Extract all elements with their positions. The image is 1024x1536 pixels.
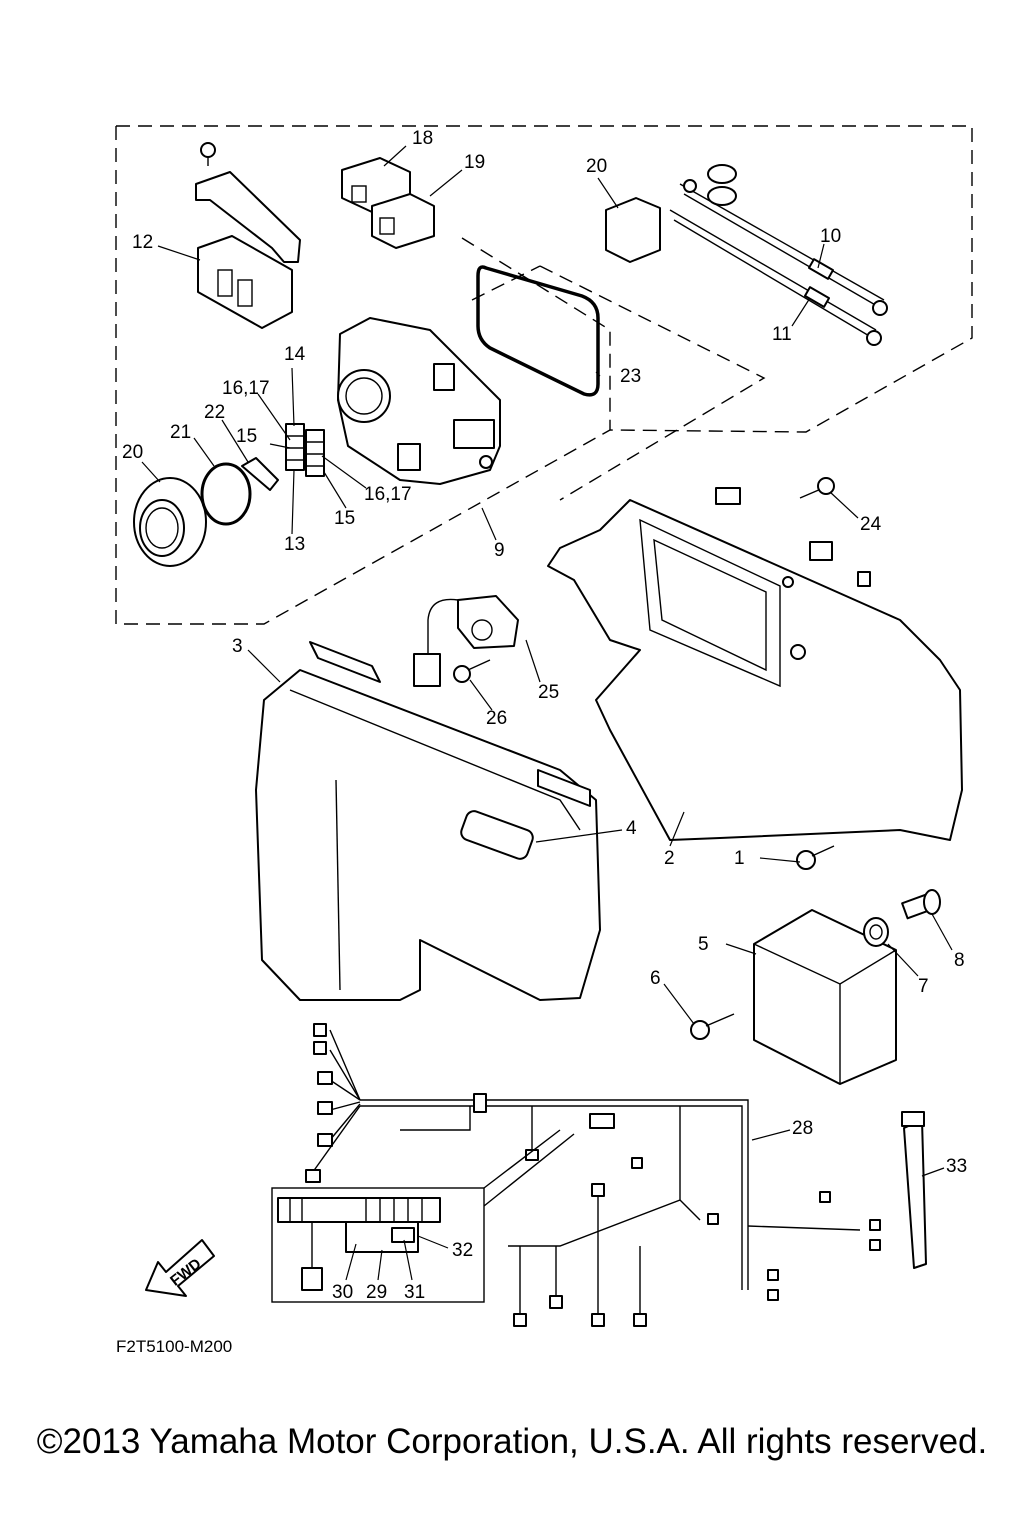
fwd-arrow-icon: FWD <box>145 1239 215 1297</box>
callout-33: 33 <box>946 1156 967 1177</box>
callout-32: 32 <box>452 1240 473 1261</box>
electrical-box-body <box>337 317 501 485</box>
leader-lines <box>141 145 953 1281</box>
fuse-puller <box>241 457 279 491</box>
grommet-7 <box>863 917 889 947</box>
callout-1: 1 <box>734 848 745 869</box>
gasket-ring <box>476 265 600 397</box>
callout-13: 13 <box>284 534 305 555</box>
callout-25: 24 <box>860 514 882 535</box>
callout-18: 18 <box>412 128 433 149</box>
o-ring <box>200 462 252 526</box>
callout-10: 10 <box>820 226 841 247</box>
callout-4: 4 <box>626 818 637 839</box>
callout-11: 11 <box>772 324 792 345</box>
callout-15-b: 15 <box>334 508 355 529</box>
ecu-5 <box>753 909 897 1085</box>
callout-20: 20 <box>586 156 607 177</box>
callout-21: 20 <box>122 442 143 463</box>
connector-caps <box>707 164 737 206</box>
connector-20 <box>605 197 661 263</box>
collar-8 <box>901 889 941 920</box>
callout-6: 6 <box>650 968 661 989</box>
regulator-unit <box>197 235 293 329</box>
callout-16-17-b: 16,17 <box>364 484 412 505</box>
sensor-26 <box>413 595 519 687</box>
callout-24: 23 <box>620 366 641 387</box>
callout-7: 7 <box>918 976 929 997</box>
callout-12: 12 <box>132 232 153 253</box>
callout-26: 25 <box>538 682 559 703</box>
callout-19: 19 <box>464 152 485 173</box>
relay-assembly <box>341 157 435 249</box>
fuse-block <box>285 423 325 477</box>
callout-2: 2 <box>664 848 675 869</box>
callout-15-a: 15 <box>236 426 257 447</box>
callout-16-17-a: 16,17 <box>222 378 270 399</box>
cover-3 <box>255 641 601 1001</box>
callout-22: 21 <box>170 422 191 443</box>
bolt-25 <box>799 477 835 499</box>
callout-30: 30 <box>332 1282 353 1303</box>
bolt-1 <box>796 845 835 870</box>
callout-8: 8 <box>954 950 965 971</box>
callout-14: 14 <box>284 344 306 365</box>
callout-9: 9 <box>494 540 505 561</box>
bolt-6 <box>690 1013 735 1040</box>
housing-2 <box>547 487 963 841</box>
wire-harness-28 <box>305 1023 881 1327</box>
callout-3: 3 <box>232 636 243 657</box>
callout-labels: 18 19 20 10 11 12 23 14 16,17 22 21 15 2… <box>122 128 967 1303</box>
regulator-bracket <box>195 142 301 263</box>
callout-5: 5 <box>698 934 709 955</box>
box-cap <box>133 477 207 567</box>
cable-tie-33 <box>901 1111 927 1269</box>
drawing-code: F2T5100-M200 <box>116 1337 232 1356</box>
callout-28: 28 <box>792 1118 813 1139</box>
cable-11 <box>669 209 882 346</box>
copyright-notice: ©2013 Yamaha Motor Corporation, U.S.A. A… <box>36 1422 988 1461</box>
detail-inset <box>271 1129 575 1303</box>
bolt-27 <box>453 659 491 683</box>
callout-23: 22 <box>204 402 225 423</box>
group-boundary-upper <box>115 125 973 625</box>
callout-31: 31 <box>404 1282 425 1303</box>
callout-29: 29 <box>366 1282 387 1303</box>
callout-27: 26 <box>486 708 507 729</box>
